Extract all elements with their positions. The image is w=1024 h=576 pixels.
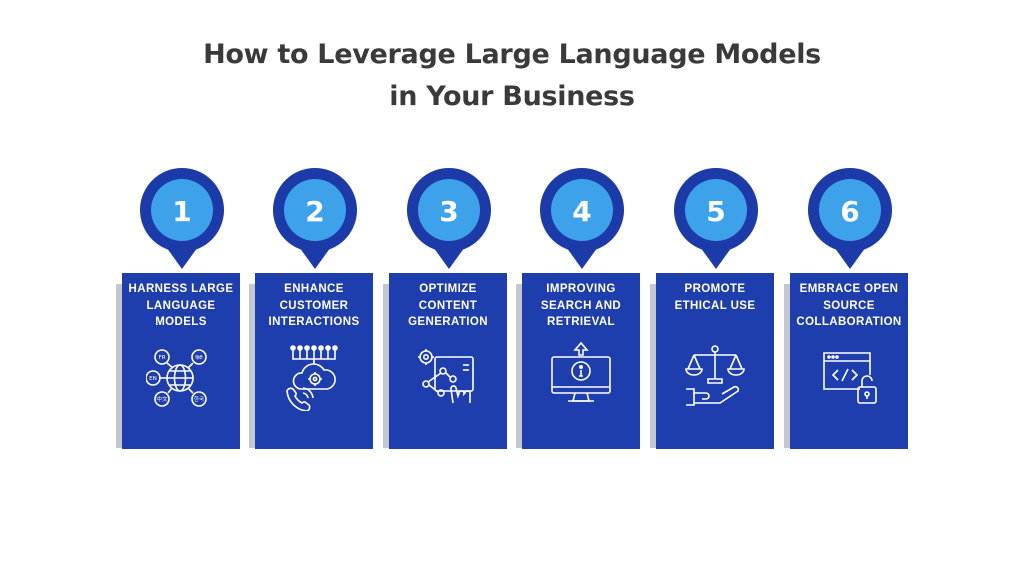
- step-label: OPTIMIZE CONTENT GENERATION: [408, 283, 488, 328]
- number-pin: [673, 168, 759, 269]
- monitor-info-icon: [551, 341, 611, 402]
- step-number: 3: [439, 194, 459, 228]
- step-3: OPTIMIZE CONTENT GENERATION 3: [383, 166, 509, 456]
- step-6: EMBRACE OPEN SOURCE COLLABORATION 6: [784, 166, 910, 456]
- number-pin: [272, 168, 358, 269]
- title-line-2: in Your Business: [389, 81, 635, 112]
- step-1: HARNESS LARGE LANGUAGE MODELS FR हिंदी E…: [116, 166, 242, 456]
- number-pin: [406, 168, 492, 269]
- cloud-support-icon: [286, 345, 338, 411]
- number-pin: [139, 168, 225, 269]
- code-window-lock-icon: [823, 352, 877, 404]
- lang-ko: 한국: [194, 396, 204, 403]
- step-4: IMPROVING SEARCH AND RETRIEVAL 4: [516, 166, 642, 456]
- step-panel: HARNESS LARGE LANGUAGE MODELS FR हिंदी E…: [122, 273, 240, 449]
- lang-zh: 中文: [156, 395, 168, 403]
- step-panel: IMPROVING SEARCH AND RETRIEVAL: [522, 273, 640, 449]
- step-label: EMBRACE OPEN SOURCE COLLABORATION: [796, 283, 902, 328]
- step-2: ENHANCE CUSTOMER INTERACTIONS 2: [249, 166, 375, 456]
- step-number: 4: [572, 194, 592, 228]
- step-panel: PROMOTE ETHICAL USE: [656, 273, 774, 449]
- step-label: HARNESS LARGE LANGUAGE MODELS: [128, 283, 234, 328]
- lang-hindi: हिंदी: [195, 354, 203, 361]
- step-panel: ENHANCE CUSTOMER INTERACTIONS: [255, 273, 373, 449]
- step-panel: OPTIMIZE CONTENT GENERATION: [389, 273, 507, 449]
- page-title: How to Leverage Large Language Models in…: [0, 34, 1024, 118]
- multilingual-globe-icon: FR हिंदी EN 中文 한국: [146, 349, 207, 407]
- step-number: 5: [706, 194, 726, 228]
- step-number: 2: [305, 194, 325, 228]
- scales-hand-icon: [685, 345, 745, 406]
- step-panel: EMBRACE OPEN SOURCE COLLABORATION: [790, 273, 908, 449]
- step-number: 1: [172, 194, 192, 228]
- lang-en: EN: [149, 376, 157, 382]
- step-label: PROMOTE ETHICAL USE: [674, 283, 756, 312]
- content-automation-icon: [418, 349, 474, 404]
- step-label: IMPROVING SEARCH AND RETRIEVAL: [540, 283, 622, 328]
- number-pin: [807, 168, 893, 269]
- lang-fr: FR: [158, 355, 165, 361]
- step-5: PROMOTE ETHICAL USE 5: [650, 166, 776, 456]
- number-pin: [539, 168, 625, 269]
- step-label: ENHANCE CUSTOMER INTERACTIONS: [268, 283, 360, 328]
- title-line-1: How to Leverage Large Language Models: [203, 39, 821, 70]
- step-number: 6: [840, 194, 860, 228]
